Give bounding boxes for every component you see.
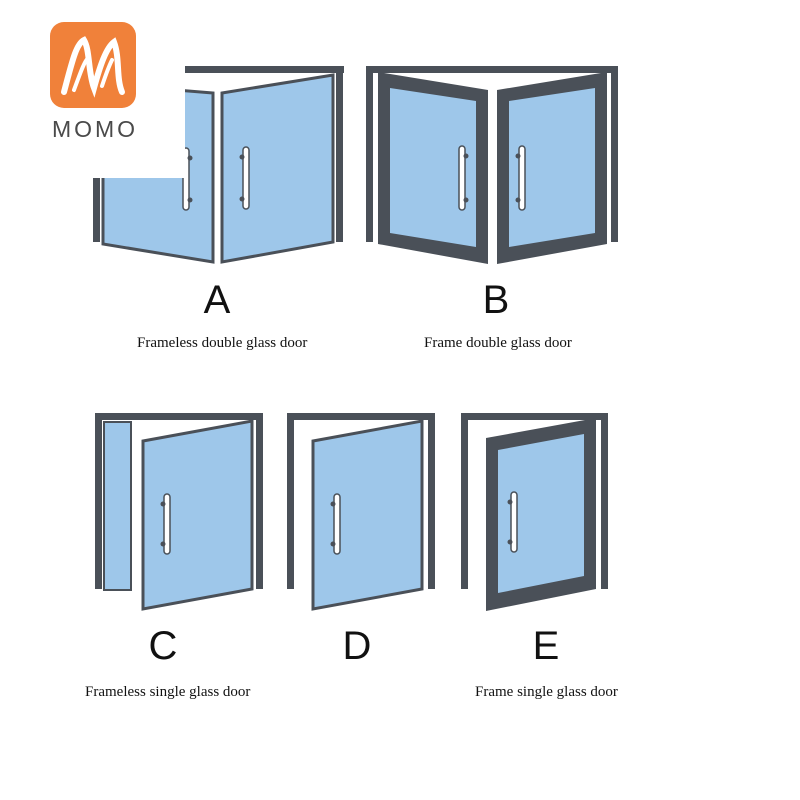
door-c-frame-top <box>95 413 263 420</box>
door-e-drawing <box>461 413 608 611</box>
door-d-handle-icon <box>330 493 341 555</box>
door-b-drawing <box>366 66 618 264</box>
logo: MOMO <box>0 0 185 178</box>
door-d-drawing <box>287 413 435 611</box>
door-a-letter: A <box>203 278 231 322</box>
door-c-drawing <box>95 413 263 611</box>
door-a-right-panel <box>220 73 335 264</box>
door-e-frame-top <box>461 413 608 420</box>
door-e-caption: Frame single glass door <box>475 684 618 700</box>
door-b-letter: B <box>482 278 510 322</box>
door-b-frame-right <box>611 66 618 242</box>
door-b-frame-top <box>368 66 618 73</box>
door-e-handle-icon <box>507 491 518 553</box>
door-c-panel <box>141 419 254 611</box>
door-b-frame-left <box>366 66 373 242</box>
door-b-left-glass <box>390 88 476 247</box>
door-d-frame-top <box>287 413 435 420</box>
door-d-panel <box>311 419 424 611</box>
door-c-fixed-panel <box>103 421 132 591</box>
door-a-right-handle-icon <box>239 146 250 210</box>
door-c-frame-left <box>95 413 102 589</box>
logo-mark-icon <box>50 22 136 108</box>
door-d-letter: D <box>342 624 372 668</box>
door-a-caption: Frameless double glass door <box>137 335 308 351</box>
door-c-caption: Frameless single glass door <box>85 684 251 700</box>
door-e-glass <box>498 434 584 593</box>
door-a-frame-top <box>96 66 344 73</box>
door-a-frame-right <box>336 66 343 242</box>
door-d-frame-right <box>428 413 435 589</box>
door-c-letter: C <box>148 624 178 668</box>
door-e-frame-right <box>601 413 608 589</box>
door-e-frame-left <box>461 413 468 589</box>
logo-text: MOMO <box>51 116 139 142</box>
door-c-handle-icon <box>160 493 171 555</box>
door-b-right-handle-icon <box>515 145 526 211</box>
door-b-right-glass <box>509 88 595 247</box>
door-e-letter: E <box>532 624 560 668</box>
door-c-frame-right <box>256 413 263 589</box>
door-b-caption: Frame double glass door <box>424 335 572 351</box>
door-d-frame-left <box>287 413 294 589</box>
door-b-left-handle-icon <box>458 145 469 211</box>
